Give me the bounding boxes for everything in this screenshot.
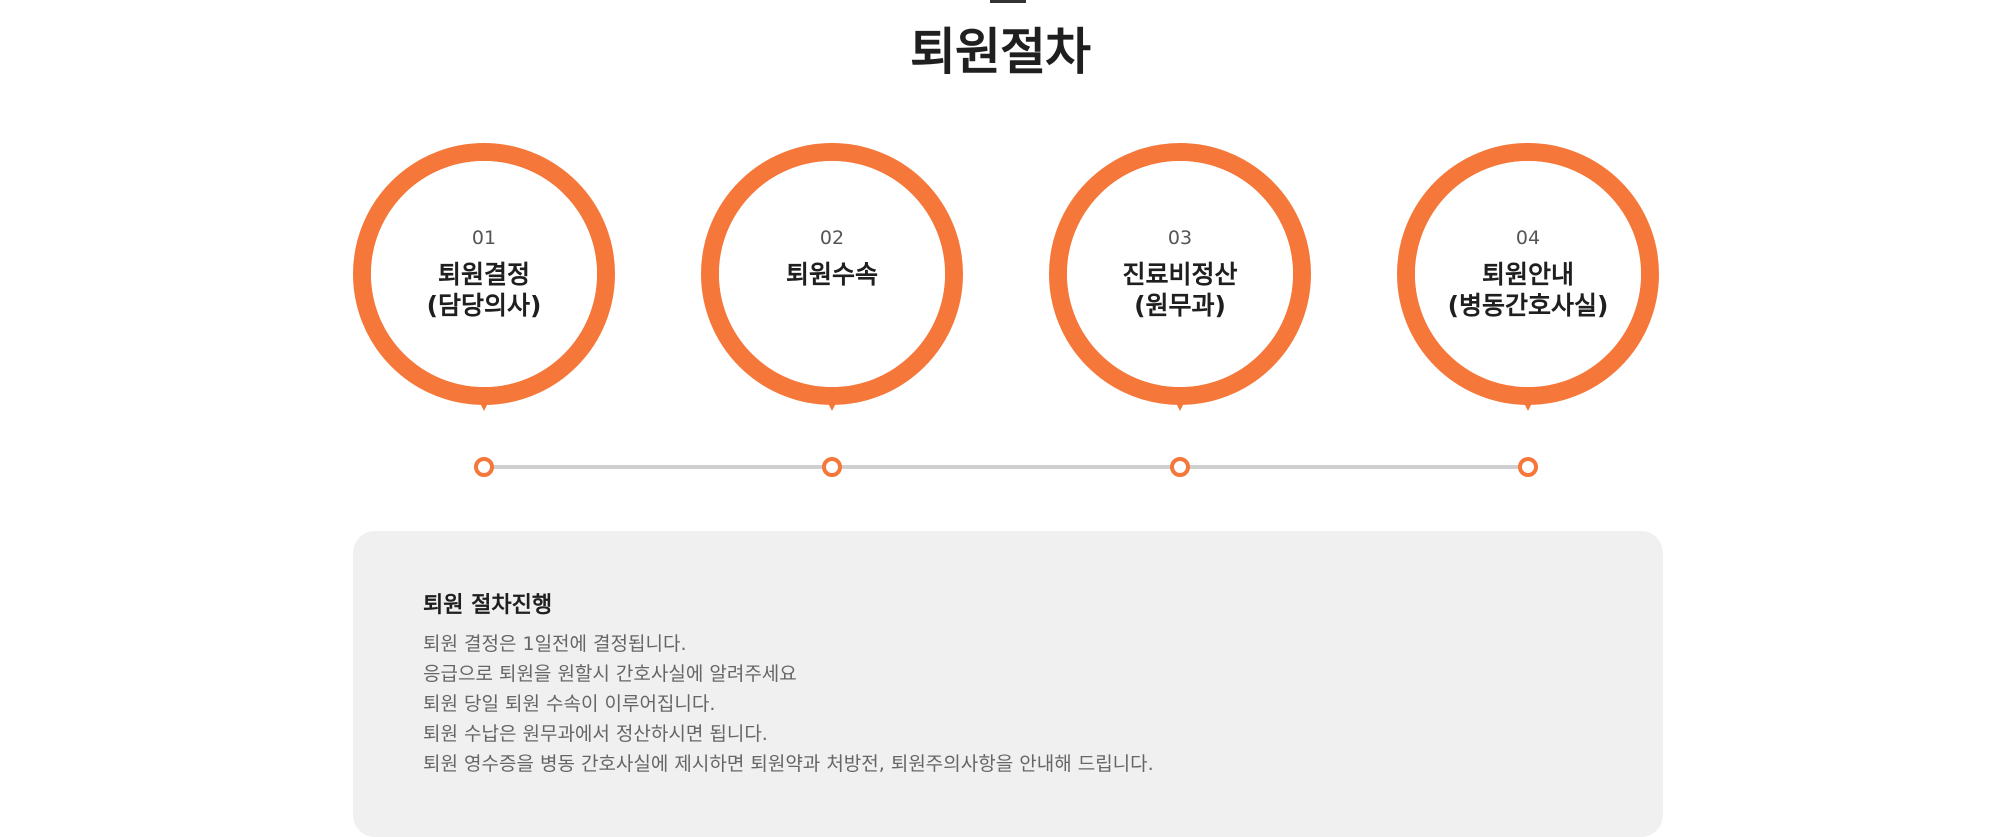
info-panel: 퇴원 절차진행 퇴원 결정은 1일전에 결정됩니다. 응급으로 퇴원을 원할시 … bbox=[353, 531, 1663, 837]
step-number: 02 bbox=[819, 227, 845, 249]
page-title: 퇴원절차 bbox=[910, 23, 1091, 81]
step-title-line2: (담당의사) bbox=[426, 291, 542, 320]
step-title: 퇴원수속 bbox=[786, 259, 878, 290]
step-content: 02 퇴원수속 bbox=[719, 161, 945, 387]
timeline-dot bbox=[822, 457, 842, 477]
step-title-line1: 퇴원결정 bbox=[437, 260, 530, 289]
info-line: 응급으로 퇴원을 원할시 간호사실에 알려주세요 bbox=[423, 663, 797, 685]
info-line: 퇴원 수납은 원무과에서 정산하시면 됩니다. bbox=[423, 723, 768, 745]
info-line: 퇴원 결정은 1일전에 결정됩니다. bbox=[423, 633, 687, 655]
step-1: 01 퇴원결정 (담당의사) bbox=[353, 143, 615, 429]
info-title: 퇴원 절차진행 bbox=[423, 593, 553, 618]
step-number: 01 bbox=[471, 227, 497, 249]
timeline-dot bbox=[1170, 457, 1190, 477]
step-content: 04 퇴원안내 (병동간호사실) bbox=[1415, 161, 1641, 387]
step-number: 03 bbox=[1167, 227, 1193, 249]
step-title-line1: 퇴원수속 bbox=[785, 260, 878, 289]
step-4: 04 퇴원안내 (병동간호사실) bbox=[1397, 143, 1659, 429]
step-2: 02 퇴원수속 bbox=[701, 143, 963, 429]
step-title: 퇴원결정 (담당의사) bbox=[427, 259, 542, 321]
step-title-line2: (병동간호사실) bbox=[1447, 291, 1609, 320]
step-title: 진료비정산 (원무과) bbox=[1122, 259, 1237, 321]
step-number: 04 bbox=[1515, 227, 1541, 249]
step-title-line1: 진료비정산 bbox=[1122, 260, 1238, 289]
info-list: 퇴원 결정은 1일전에 결정됩니다. 응급으로 퇴원을 원할시 간호사실에 알려… bbox=[423, 629, 1154, 779]
info-line: 퇴원 당일 퇴원 수속이 이루어집니다. bbox=[423, 693, 716, 715]
step-title-line1: 퇴원안내 bbox=[1481, 260, 1574, 289]
procedure-steps: 01 퇴원결정 (담당의사) 02 퇴원수속 03 진료비정산 (원무과) bbox=[353, 143, 1659, 477]
timeline-line bbox=[481, 465, 1525, 469]
info-line: 퇴원 영수증을 병동 간호사실에 제시하면 퇴원약과 처방전, 퇴원주의사항을 … bbox=[423, 753, 1154, 775]
step-content: 03 진료비정산 (원무과) bbox=[1067, 161, 1293, 387]
timeline-dot bbox=[1518, 457, 1538, 477]
step-3: 03 진료비정산 (원무과) bbox=[1049, 143, 1311, 429]
timeline-dot bbox=[474, 457, 494, 477]
step-title: 퇴원안내 (병동간호사실) bbox=[1448, 259, 1609, 321]
step-title-line2: (원무과) bbox=[1134, 291, 1226, 320]
top-divider bbox=[990, 0, 1026, 3]
step-content: 01 퇴원결정 (담당의사) bbox=[371, 161, 597, 387]
